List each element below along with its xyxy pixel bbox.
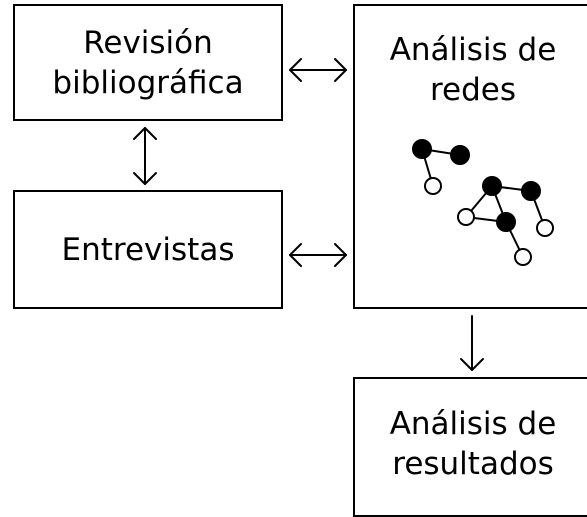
resultados-label-line1: Análisis de bbox=[389, 406, 557, 442]
entrevistas-label: Entrevistas bbox=[61, 231, 235, 268]
resultados-label-line2: resultados bbox=[392, 446, 554, 482]
redes-label-line2: redes bbox=[429, 72, 517, 108]
network-graph-icon bbox=[412, 139, 554, 266]
analisis-resultados-box: Análisis de resultados bbox=[353, 377, 587, 517]
network-node-filled bbox=[521, 181, 541, 201]
revision-bibliografica-box: Revisión bibliográfica bbox=[13, 4, 283, 121]
double-arrow-horizontal-bottom bbox=[289, 243, 347, 267]
network-node-empty bbox=[457, 208, 475, 226]
redes-label-line1: Análisis de bbox=[389, 32, 557, 68]
network-node-empty bbox=[536, 219, 554, 237]
network-node-filled bbox=[450, 145, 470, 165]
network-node-empty bbox=[514, 248, 532, 266]
arrow-down bbox=[460, 315, 484, 371]
network-node-empty bbox=[424, 177, 442, 195]
analisis-redes-box: Análisis de redes bbox=[353, 4, 587, 309]
double-arrow-vertical bbox=[133, 127, 157, 185]
revision-label-line1: Revisión bbox=[83, 24, 213, 61]
entrevistas-box: Entrevistas bbox=[13, 190, 283, 309]
network-node-filled bbox=[496, 212, 516, 232]
revision-label-line2: bibliográfica bbox=[52, 64, 244, 101]
double-arrow-horizontal-top bbox=[289, 58, 347, 82]
network-node-filled bbox=[412, 139, 432, 159]
network-node-filled bbox=[482, 176, 502, 196]
connectors-layer bbox=[133, 58, 554, 371]
